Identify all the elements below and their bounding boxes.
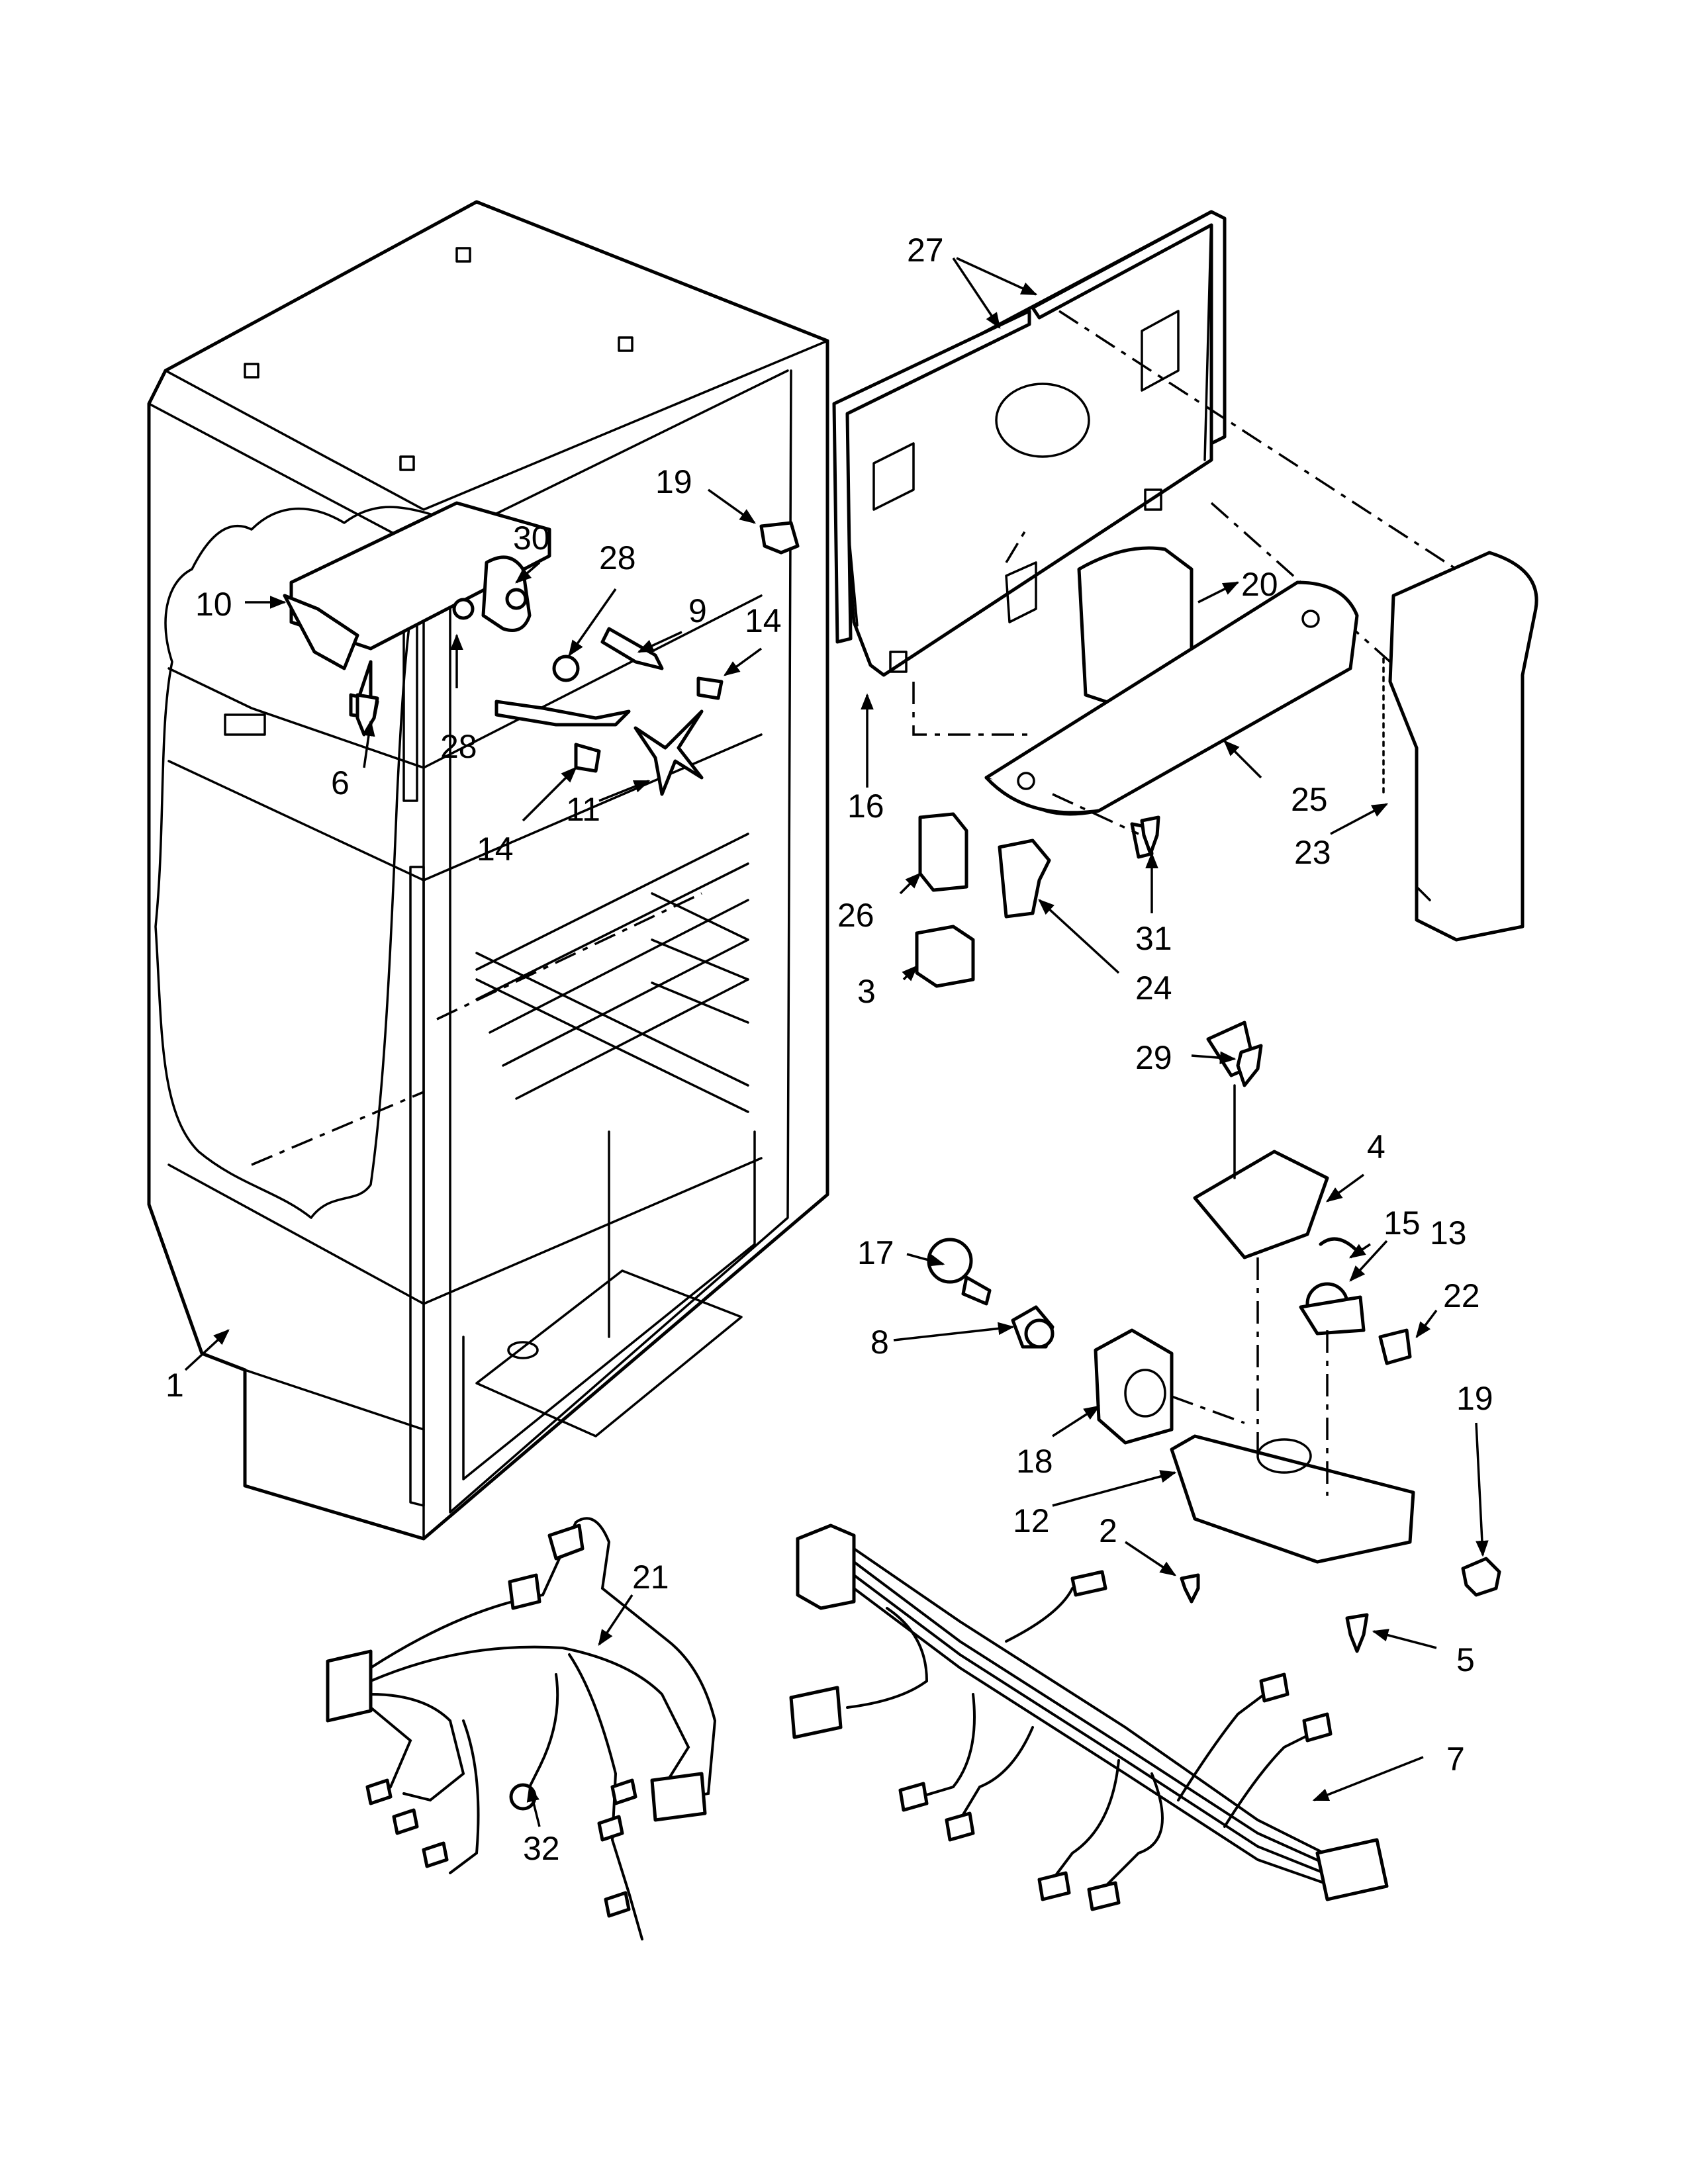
screw-5 — [1345, 1613, 1369, 1653]
part-26 — [918, 812, 968, 892]
screw-29 — [1236, 1044, 1263, 1087]
callout-11: 11 — [566, 791, 600, 828]
callout-2: 2 — [1099, 1512, 1117, 1549]
callout-9: 9 — [688, 592, 707, 629]
cabinet-liner — [147, 200, 829, 1541]
callout-28-upper: 28 — [599, 539, 636, 576]
callout-labels: 27 19 30 28 9 14 10 28 6 14 11 1 16 20 2… — [165, 232, 1493, 1867]
part-19-upper — [759, 521, 800, 555]
callout-21: 21 — [632, 1559, 669, 1596]
callout-3: 3 — [857, 973, 876, 1010]
callout-4: 4 — [1367, 1128, 1385, 1165]
callout-1: 1 — [165, 1367, 184, 1404]
callout-leaders — [184, 257, 1489, 1827]
control-housing-assembly — [927, 1021, 1415, 1564]
callout-20: 20 — [1241, 566, 1278, 603]
callout-15: 15 — [1383, 1205, 1421, 1242]
callout-14-lower: 14 — [477, 831, 514, 868]
callout-17: 17 — [857, 1234, 894, 1271]
callout-28-lower: 28 — [440, 728, 477, 765]
callout-5: 5 — [1456, 1641, 1475, 1678]
callout-26: 26 — [837, 897, 874, 934]
wire-harness-21 — [326, 1517, 717, 1940]
callout-18: 18 — [1016, 1443, 1053, 1480]
callout-22: 22 — [1443, 1277, 1480, 1314]
callout-6: 6 — [331, 764, 350, 801]
callout-19-lower: 19 — [1456, 1380, 1493, 1417]
callout-32: 32 — [523, 1830, 560, 1867]
callout-19-upper: 19 — [655, 463, 692, 500]
callout-30: 30 — [513, 520, 550, 557]
part-24 — [998, 839, 1051, 919]
callout-23: 23 — [1294, 834, 1331, 871]
callout-16: 16 — [847, 788, 884, 825]
callout-10: 10 — [195, 586, 232, 623]
part-19-lower — [1461, 1557, 1501, 1597]
callout-25: 25 — [1291, 781, 1328, 818]
callout-27: 27 — [907, 232, 944, 269]
cover-guide-line — [1058, 310, 1457, 570]
callout-29: 29 — [1135, 1039, 1172, 1076]
fan-motor-assembly — [283, 501, 724, 796]
callout-8: 8 — [870, 1324, 889, 1361]
evaporator-cover — [832, 210, 1227, 677]
callout-13: 13 — [1430, 1214, 1467, 1251]
callout-24: 24 — [1135, 970, 1172, 1007]
screw-2 — [1180, 1573, 1200, 1604]
air-diffuser-assembly — [912, 546, 1538, 942]
callout-7: 7 — [1446, 1741, 1465, 1778]
callout-14-upper: 14 — [745, 602, 782, 639]
wire-harness-7 — [789, 1524, 1389, 1911]
callout-31: 31 — [1135, 920, 1172, 957]
callout-12: 12 — [1013, 1502, 1050, 1539]
screw-31 — [1140, 815, 1160, 856]
part-3 — [915, 925, 975, 988]
